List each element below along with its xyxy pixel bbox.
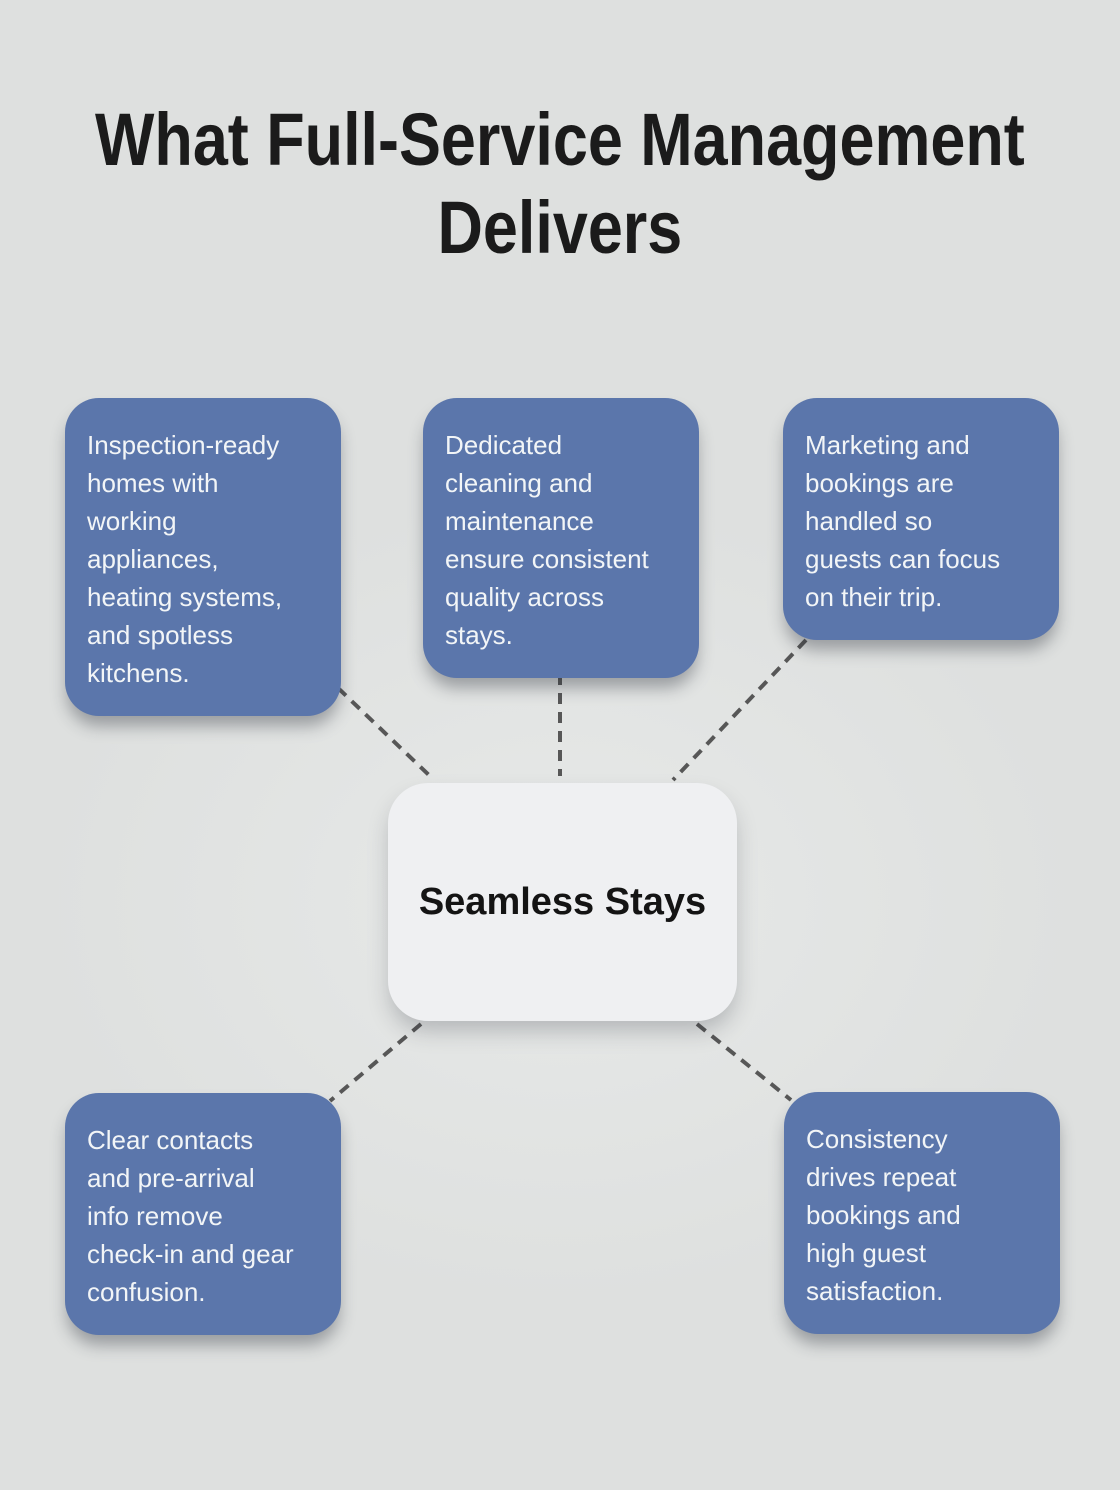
connector-bottom-right xyxy=(695,1022,793,1102)
node-consistency-repeat-bookings: Consistency drives repeat bookings and h… xyxy=(784,1092,1060,1334)
node-clear-contacts: Clear contacts and pre-arrival info remo… xyxy=(65,1093,341,1335)
node-inspection-ready-homes: Inspection-ready homes with working appl… xyxy=(65,398,341,716)
node-cleaning-and-maintenance: Dedicated cleaning and maintenance ensur… xyxy=(423,398,699,678)
page-title-text: What Full-Service Management Delivers xyxy=(95,98,1025,269)
connector-top-left xyxy=(336,686,434,780)
center-node-label: Seamless Stays xyxy=(418,880,707,923)
page-title: What Full-Service Management Delivers xyxy=(0,96,1120,272)
connector-bottom-left xyxy=(328,1022,423,1103)
center-node: Seamless Stays xyxy=(388,783,737,1021)
node-marketing-and-bookings: Marketing and bookings are handled so gu… xyxy=(783,398,1059,640)
